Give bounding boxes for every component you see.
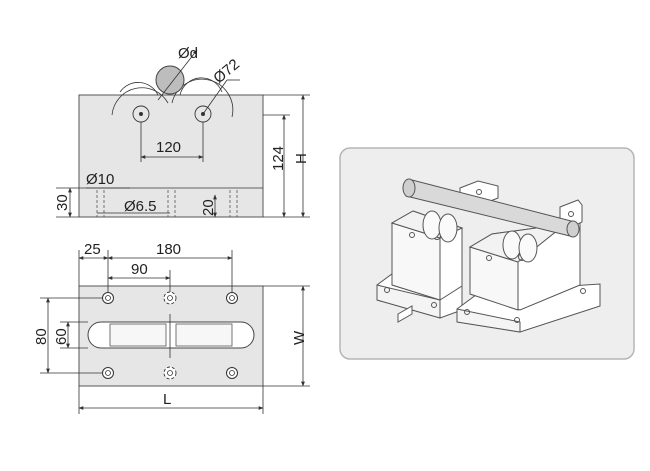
edge-offset-label: 25 bbox=[84, 241, 101, 258]
rod-diameter-label: Ød bbox=[178, 45, 198, 62]
slot-width-label: 60 bbox=[53, 328, 70, 345]
rod-3d bbox=[402, 178, 580, 238]
rod-circle bbox=[155, 65, 185, 95]
hole-top-label: Ø10 bbox=[86, 171, 114, 188]
isometric-panel bbox=[339, 147, 635, 360]
hole-bottom-label: Ø6.5 bbox=[124, 198, 157, 215]
hole-spacing-label: 180 bbox=[156, 241, 181, 258]
base-height-label: 30 bbox=[54, 194, 71, 211]
top-view: 25 180 90 80 60 W L bbox=[33, 241, 310, 414]
front-body bbox=[78, 94, 264, 218]
right-vblock bbox=[456, 180, 601, 333]
center-offset-label: 90 bbox=[131, 261, 148, 278]
outer-width-label: 80 bbox=[33, 328, 50, 345]
counterbore-depth-label: 20 bbox=[200, 199, 217, 216]
width-symbol-label: W bbox=[291, 330, 308, 345]
roller-spacing-label: 120 bbox=[156, 139, 181, 156]
front-view: Ød Ø72 120 H 124 Ø10 Ø6.5 bbox=[54, 45, 310, 218]
left-vblock bbox=[376, 210, 464, 323]
height-symbol-label: H bbox=[293, 153, 310, 164]
length-symbol-label: L bbox=[163, 391, 171, 408]
height-value-label: 124 bbox=[270, 146, 287, 171]
top-holes bbox=[102, 291, 238, 380]
